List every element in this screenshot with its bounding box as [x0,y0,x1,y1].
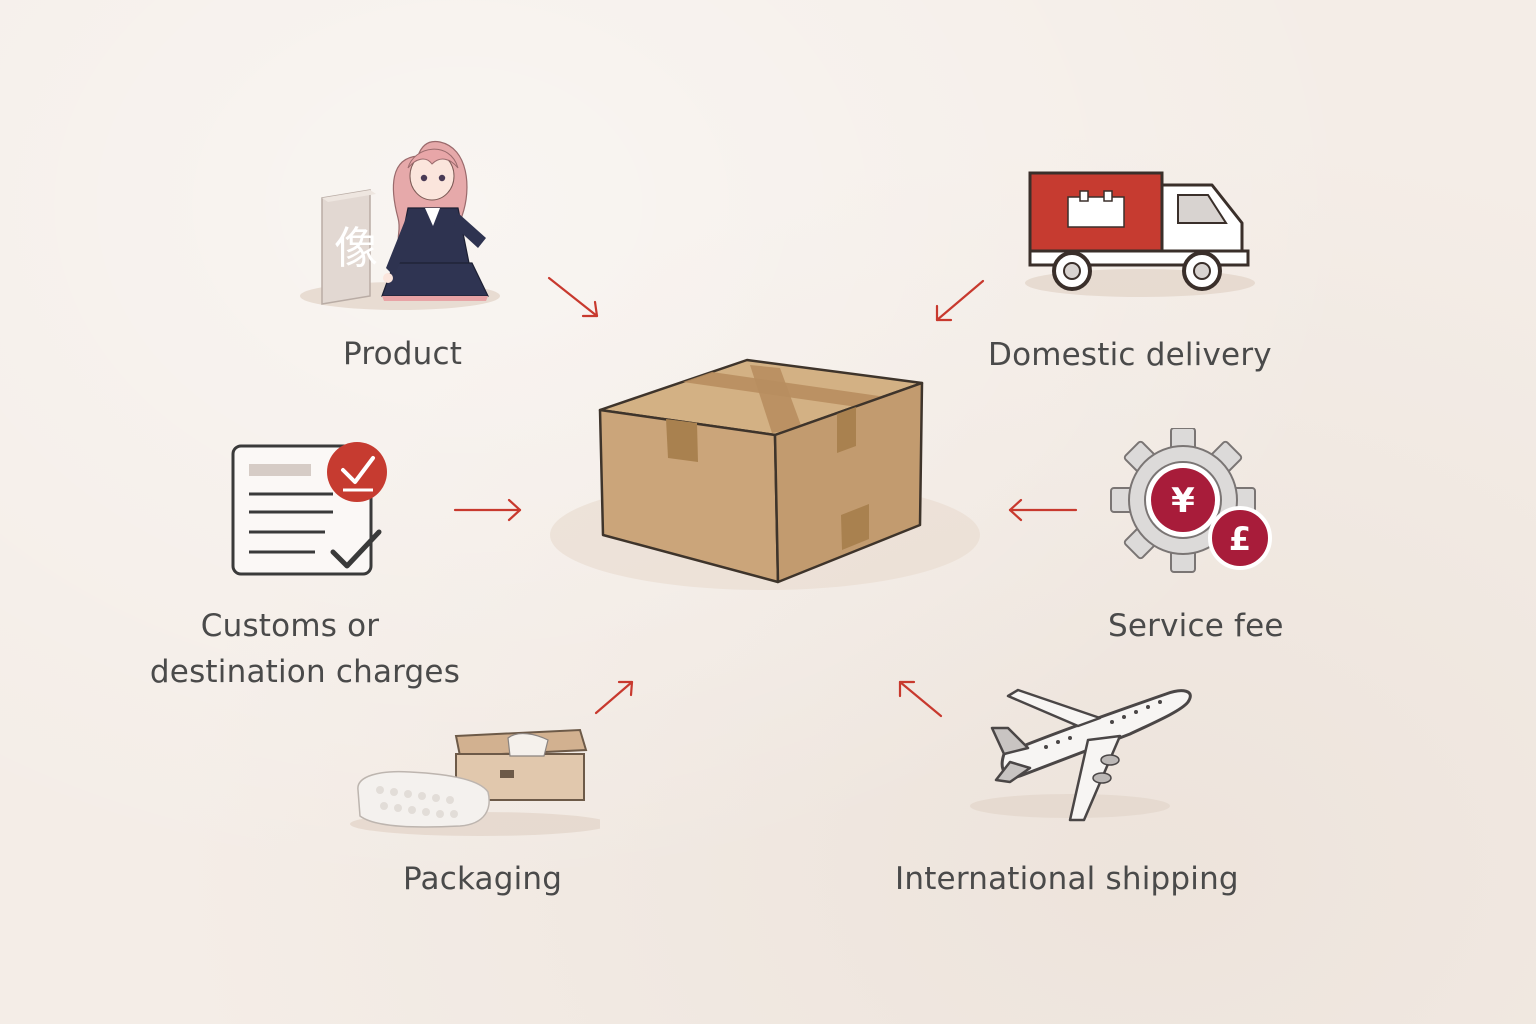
domestic-delivery-label: Domestic delivery [988,337,1272,373]
arrow-service-to-box [1008,498,1078,522]
service-fee-label: Service fee [1108,608,1284,644]
arrow-delivery-to-box [935,279,985,322]
cardboard-box-icon [550,358,980,590]
figure-product-icon: 像 [300,140,500,310]
svg-text:£: £ [1229,520,1251,558]
customs-illustration [225,440,395,580]
svg-text:像: 像 [334,223,378,274]
airplane-icon [970,688,1192,822]
packaging-label: Packaging [403,861,563,897]
packaging-illustration [340,710,600,840]
service-fee-illustration: ¥ £ [1110,428,1280,578]
shipping-illustration [960,680,1200,830]
delivery-truck-icon [1025,171,1255,297]
gear-currency-icon: ¥ £ [1110,428,1272,573]
packaging-box-icon [350,728,600,836]
customs-label-line2: destination charges [149,654,461,690]
customs-document-icon [231,442,387,576]
arrow-packaging-to-box [594,680,634,715]
delivery-illustration [1020,165,1260,305]
product-illustration: 像 [290,118,520,318]
arrow-customs-to-box [453,498,522,522]
arrow-shipping-to-box [898,680,943,718]
international-shipping-label: International shipping [895,861,1239,897]
customs-label-line1: Customs or [200,608,380,644]
arrow-product-to-box [547,276,599,318]
svg-text:¥: ¥ [1171,481,1195,521]
center-box [550,350,980,610]
product-label: Product [343,336,463,372]
